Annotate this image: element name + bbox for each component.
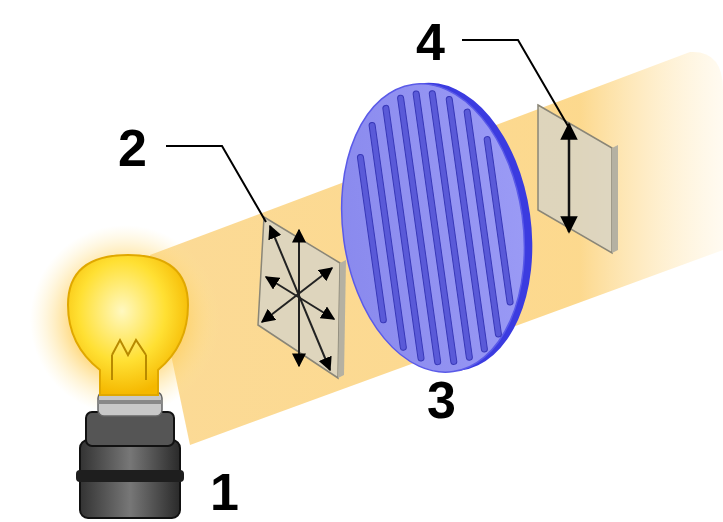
callout-number: 1 xyxy=(210,466,239,518)
callout-number: 3 xyxy=(427,374,456,426)
callout-number: 2 xyxy=(118,122,147,174)
unpolarized-plate xyxy=(258,217,346,378)
leader-line xyxy=(462,40,568,126)
bulb-glass xyxy=(68,255,188,395)
callout-number: 4 xyxy=(416,16,445,68)
bulb-base xyxy=(76,392,184,518)
polarizer-filter xyxy=(324,71,551,384)
light-beam xyxy=(150,52,723,445)
leader-line xyxy=(166,146,266,222)
bulb-filament xyxy=(112,340,146,380)
polarized-plate xyxy=(538,105,618,253)
bulb-glow xyxy=(30,225,220,415)
